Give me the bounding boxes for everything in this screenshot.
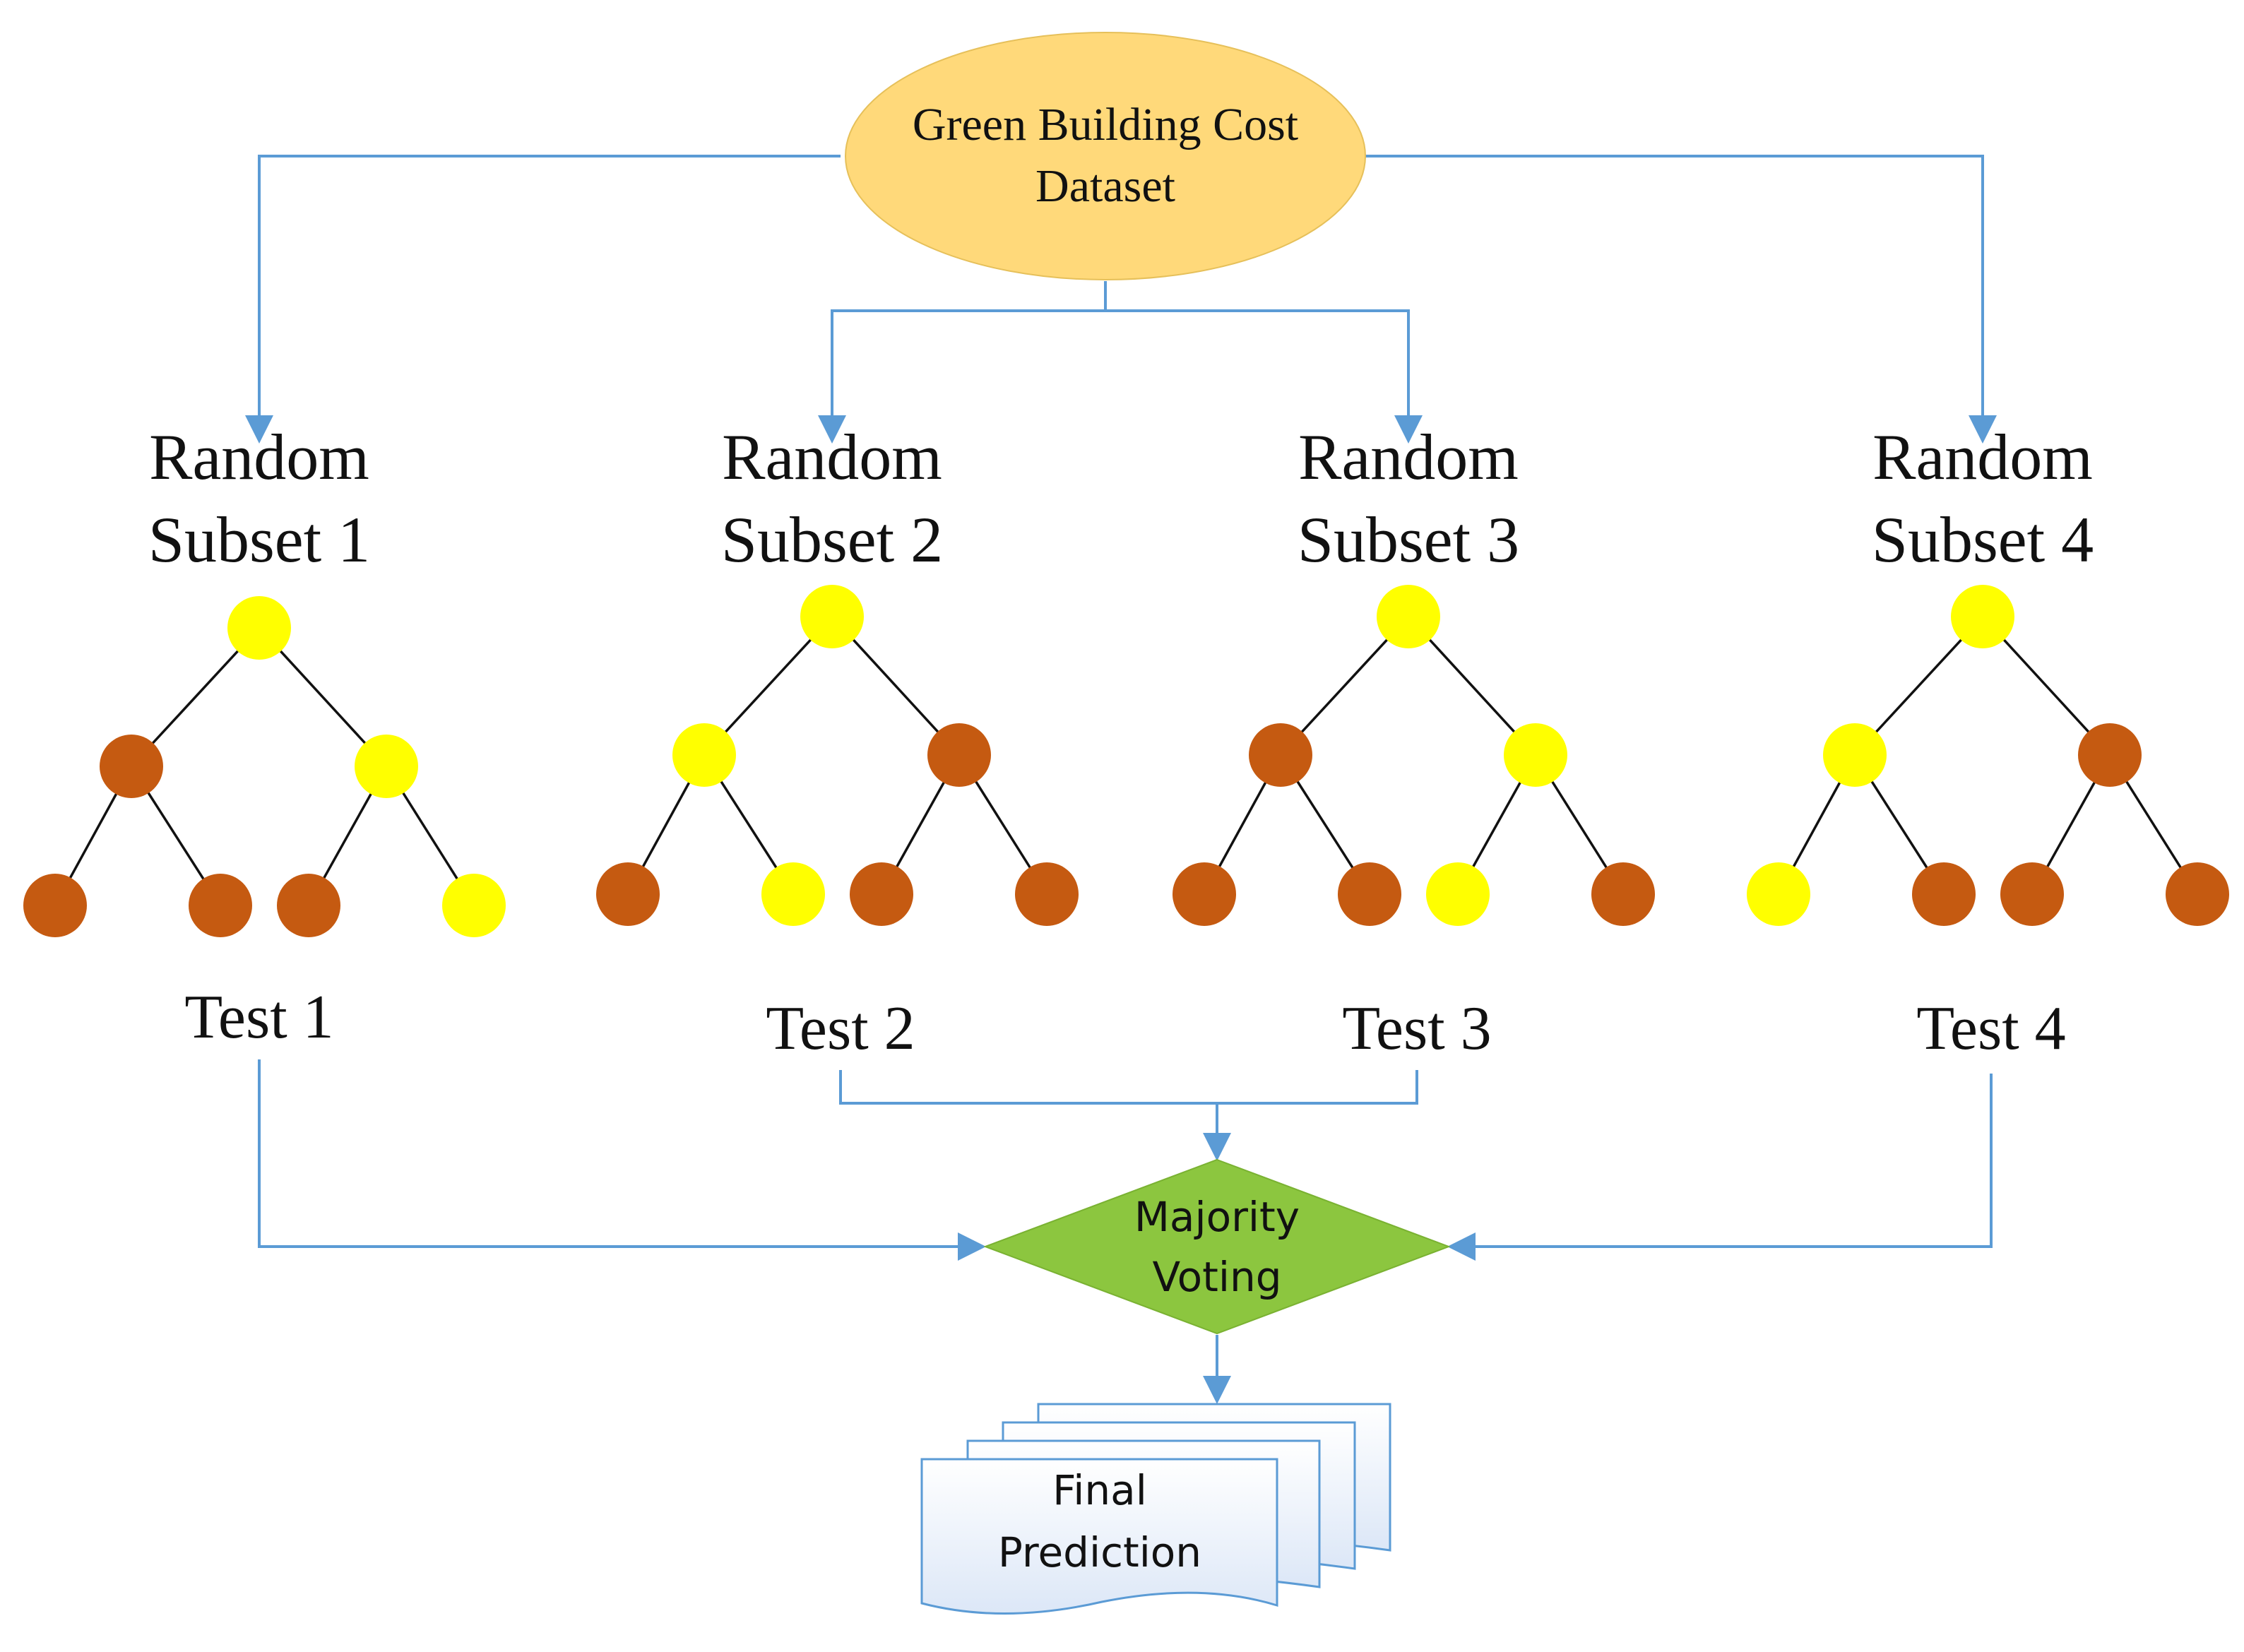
- tree-node: [1249, 723, 1312, 787]
- tree-node-leaf: [1747, 862, 1810, 926]
- final-label-line1: Final: [1052, 1466, 1147, 1514]
- decision-tree-3: [1173, 585, 1655, 926]
- dataset-label-line1: Green Building Cost: [913, 99, 1298, 150]
- tree-node: [1823, 723, 1887, 787]
- subset-3-label-line2: Subset 3: [1298, 504, 1519, 576]
- decision-tree-4: [1747, 585, 2229, 926]
- dataset-label-line2: Dataset: [1035, 160, 1175, 212]
- tree-node-leaf: [761, 862, 825, 926]
- tree-node-leaf: [2166, 862, 2229, 926]
- decision-tree-2: [596, 585, 1079, 926]
- tree-node-leaf: [1426, 862, 1490, 926]
- subset-2-label-line1: Random: [722, 421, 942, 493]
- tree-node: [927, 723, 991, 787]
- voting-label-line2: Voting: [1152, 1253, 1281, 1301]
- tree-node-leaf: [1173, 862, 1236, 926]
- voting-diamond: [983, 1158, 1451, 1335]
- subset-1: Random Subset 1 Test 1: [23, 421, 506, 1052]
- subset-3: Random Subset 3 Test 3: [1173, 421, 1655, 1063]
- arrow-to-subset-4: [1363, 155, 1997, 444]
- arrow-to-subset-2: [818, 309, 1105, 444]
- arrow-to-subset-3: [1105, 309, 1423, 444]
- subset-3-label-line1: Random: [1298, 421, 1519, 493]
- subset-4: Random Subset 4 Test 4: [1747, 421, 2229, 1063]
- tree-node: [672, 723, 736, 787]
- tree-node-leaf: [189, 874, 252, 937]
- tree-node: [100, 735, 163, 798]
- tree-node-leaf: [23, 874, 87, 937]
- arrow-test-1-to-voting: [258, 1059, 986, 1261]
- test-2-label: Test 2: [766, 994, 915, 1063]
- test-3-label: Test 3: [1342, 994, 1491, 1063]
- tree-node-leaf: [1015, 862, 1079, 926]
- connector-test-2-3: [839, 1070, 1418, 1105]
- arrow-to-subset-1: [245, 155, 841, 444]
- majority-voting-node: Majority Voting: [983, 1158, 1451, 1335]
- subset-4-label-line2: Subset 4: [1872, 504, 2094, 576]
- final-label-line2: Prediction: [998, 1528, 1201, 1576]
- subset-1-label-line2: Subset 1: [148, 504, 370, 576]
- tree-node-leaf: [277, 874, 340, 937]
- subset-2: Random Subset 2 Test 2: [596, 421, 1079, 1063]
- tree-node-leaf: [1338, 862, 1401, 926]
- tree-node-root: [1377, 585, 1440, 648]
- dataset-connectors: [245, 155, 1997, 444]
- voting-label-line1: Majority: [1134, 1193, 1300, 1241]
- tree-node-leaf: [1591, 862, 1655, 926]
- subset-4-label-line1: Random: [1872, 421, 2093, 493]
- tree-node-root: [800, 585, 864, 648]
- subset-1-label-line1: Random: [149, 421, 369, 493]
- tree-node-root: [1951, 585, 2014, 648]
- final-prediction-node: Final Prediction: [920, 1403, 1391, 1615]
- tree-node: [2078, 723, 2142, 787]
- tree-node: [355, 735, 418, 798]
- tree-node-root: [227, 596, 291, 660]
- arrow-test-4-to-voting: [1447, 1074, 1993, 1261]
- tree-node-leaf: [2000, 862, 2064, 926]
- subset-2-label-line2: Subset 2: [721, 504, 943, 576]
- voting-connectors: [258, 1059, 1993, 1404]
- tree-node: [1504, 723, 1567, 787]
- tree-node-leaf: [442, 874, 506, 937]
- decision-tree-1: [23, 596, 506, 937]
- dataset-node: Green Building Cost Dataset: [845, 32, 1366, 280]
- test-4-label: Test 4: [1916, 994, 2065, 1063]
- tree-node-leaf: [1912, 862, 1976, 926]
- test-1-label: Test 1: [184, 983, 333, 1052]
- dataset-ellipse: [845, 32, 1366, 280]
- tree-node-leaf: [596, 862, 660, 926]
- document-page-front: [920, 1458, 1278, 1615]
- tree-node-leaf: [850, 862, 913, 926]
